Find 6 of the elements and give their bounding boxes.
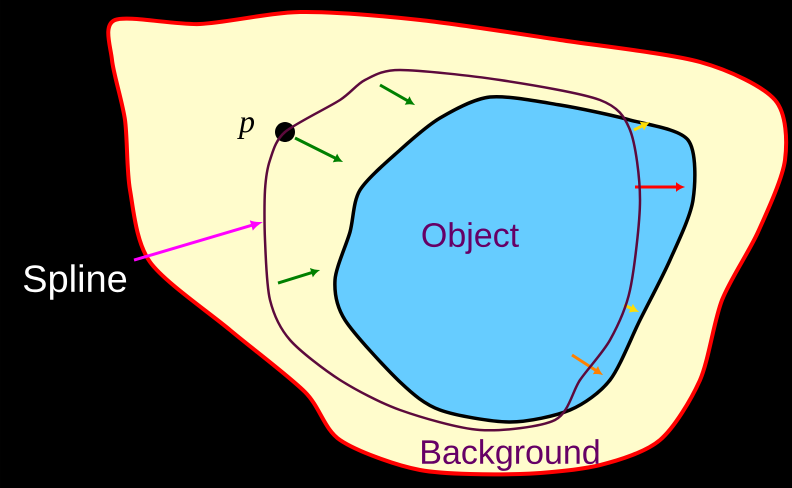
region-label: Background bbox=[422, 439, 599, 471]
point-label: p bbox=[237, 117, 254, 139]
leader-arrow bbox=[134, 220, 260, 262]
region-label: Object bbox=[422, 222, 519, 254]
callout-label: Spline bbox=[24, 264, 126, 300]
spline-curve bbox=[263, 68, 642, 432]
